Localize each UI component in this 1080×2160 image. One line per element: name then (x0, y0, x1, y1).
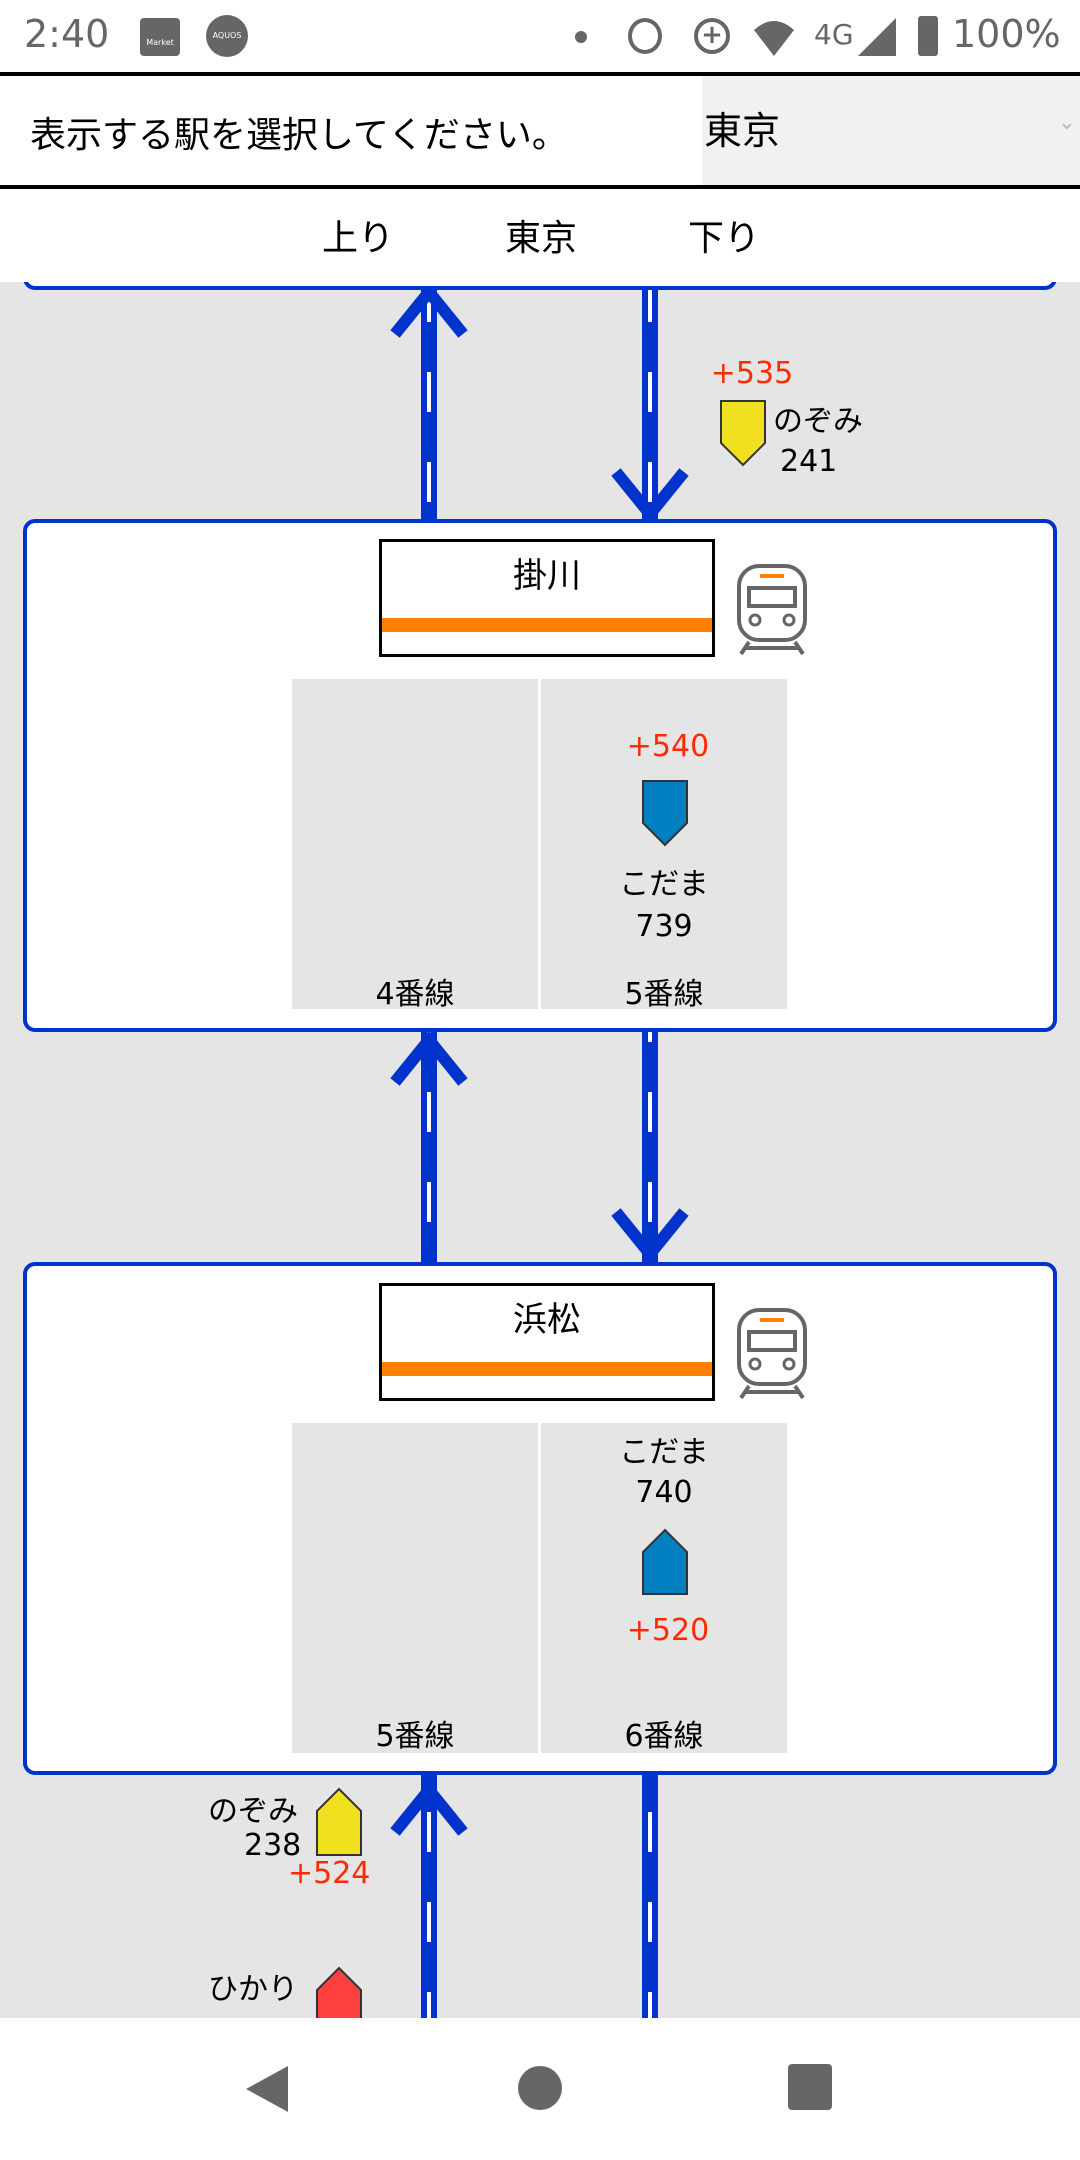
station-select-value: 東京 (704, 109, 781, 153)
train-delay: +520 (626, 1613, 710, 1648)
clock: 2:40 (24, 12, 110, 56)
train-marker-kodama-down-icon[interactable] (641, 779, 689, 847)
train-name: のぞみ (208, 1794, 298, 1829)
platform-label: 6番線 (624, 1719, 704, 1754)
station-select[interactable]: 東京 ⌄ (702, 76, 1080, 185)
line-color-stripe (382, 1362, 712, 1376)
train-number: 740 (635, 1475, 693, 1510)
direction-tabs: 上り 東京 下り (0, 189, 1080, 282)
platform-5[interactable]: 5番線 (292, 1423, 538, 1754)
tab-down[interactable]: 下り (688, 218, 761, 259)
station-box-hamamatsu[interactable]: 浜松 5番線 こだま 740 +520 6番線 (23, 1262, 1057, 1775)
battery-percent: 100% (952, 12, 1061, 56)
wifi-off-icon (754, 21, 794, 56)
platform-label: 5番線 (624, 977, 704, 1012)
recents-icon[interactable] (788, 2064, 832, 2110)
back-icon[interactable] (244, 2064, 290, 2114)
train-marker-nozomi-down-icon[interactable] (719, 399, 767, 467)
up-arrow-icon (390, 1780, 468, 1836)
station-name-sign: 掛川 (379, 539, 715, 657)
station-name-sign: 浜松 (379, 1283, 715, 1401)
platform-label: 4番線 (375, 977, 455, 1012)
tab-up[interactable]: 上り (322, 218, 395, 259)
train-marker-nozomi-up-icon[interactable] (315, 1787, 363, 1857)
train-icon[interactable] (735, 562, 809, 656)
network-type: 4G (814, 18, 854, 51)
data-saver-icon: + (694, 18, 730, 54)
up-arrow-icon (390, 282, 468, 338)
platform-5[interactable]: +540 こだま 739 5番線 (541, 679, 787, 1012)
select-prompt: 表示する駅を選択してください。 (30, 115, 568, 156)
alarm-icon (628, 18, 662, 54)
station-name: 掛川 (513, 556, 581, 596)
chevron-down-icon: ⌄ (1057, 110, 1076, 135)
train-number: 241 (780, 444, 838, 479)
signal-icon (858, 18, 896, 56)
station-box-kakegawa[interactable]: 掛川 4番線 +540 こだま 739 5番線 (23, 519, 1057, 1032)
down-arrow-icon (611, 1208, 689, 1264)
platform-label: 5番線 (375, 1719, 455, 1754)
aquos-icon: AQUOS (206, 15, 248, 57)
station-name: 浜松 (513, 1300, 581, 1340)
battery-icon (918, 16, 938, 56)
platform-4[interactable]: 4番線 (292, 679, 538, 1012)
train-icon[interactable] (735, 1306, 809, 1400)
train-name: のぞみ (773, 404, 863, 439)
train-name: こだま (619, 1435, 709, 1470)
train-delay: +524 (288, 1856, 371, 1891)
market-icon: Market (140, 18, 180, 56)
platform-6[interactable]: こだま 740 +520 6番線 (541, 1423, 787, 1754)
train-marker-kodama-up-icon[interactable] (641, 1528, 689, 1596)
aquos-label: AQUOS (212, 31, 242, 40)
market-label: Market (146, 38, 174, 47)
train-delay: +535 (710, 356, 794, 391)
train-number: 238 (244, 1828, 302, 1863)
train-delay: +540 (626, 729, 710, 764)
up-arrow-icon (390, 1030, 468, 1086)
notification-dot-icon (575, 31, 587, 43)
navigation-bar (0, 2018, 1080, 2160)
tab-current-station[interactable]: 東京 (505, 218, 578, 259)
train-name: こだま (619, 867, 709, 902)
line-color-stripe (382, 618, 712, 632)
status-bar: 2:40 Market AQUOS + 4G 100% (0, 0, 1080, 72)
home-icon[interactable] (518, 2066, 562, 2110)
down-arrow-icon (611, 468, 689, 524)
train-number: 739 (635, 909, 693, 944)
station-select-header: 表示する駅を選択してください。 東京 ⌄ (0, 72, 1080, 189)
train-name: ひかり (208, 1972, 298, 2007)
